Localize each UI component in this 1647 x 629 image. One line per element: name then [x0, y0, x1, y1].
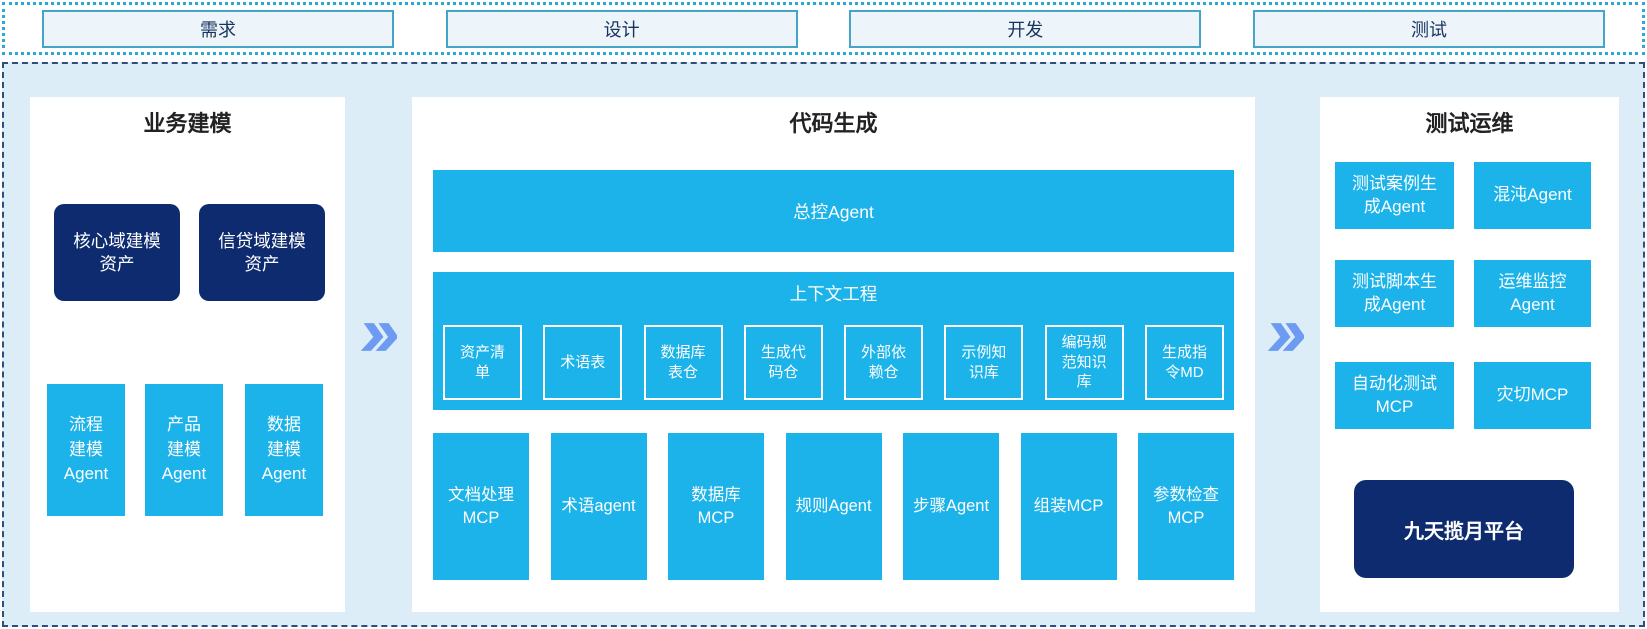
- double-chevron-right-icon: [1267, 323, 1304, 351]
- context-item-db-table-repo: 数据库 表仓: [643, 325, 723, 400]
- chaos-agent-box: 混沌Agent: [1474, 162, 1591, 229]
- process-modeling-agent-box: 流程 建模 Agent: [47, 384, 125, 516]
- context-item-generated-code-repo: 生成代 码仓: [743, 325, 823, 400]
- context-items-row: 资产清 单 术语表 数据库 表仓 生成代 码仓 外部依 赖仓 示例知 识库 编码…: [443, 325, 1224, 400]
- context-item-external-dependency-repo: 外部依 赖仓: [844, 325, 924, 400]
- jiutian-lanyue-platform-box: 九天揽月平台: [1354, 480, 1574, 578]
- codegen-tools-row: 文档处理 MCP 术语agent 数据库 MCP 规则Agent 步骤Agent…: [433, 433, 1234, 580]
- step-agent-box: 步骤Agent: [903, 433, 999, 580]
- phase-strip: 需求 设计 开发 测试: [2, 2, 1645, 55]
- master-agent-bar: 总控Agent: [433, 170, 1234, 252]
- glossary-agent-box: 术语agent: [550, 433, 647, 580]
- panel-title-business-modeling: 业务建模: [143, 111, 232, 136]
- context-engineering-container: 上下文工程 资产清 单 术语表 数据库 表仓 生成代 码仓 外部依 赖仓 示例知…: [433, 272, 1234, 410]
- context-item-coding-standard-knowledge-base: 编码规 范知识 库: [1044, 325, 1124, 400]
- data-modeling-agent-box: 数据 建模 Agent: [245, 384, 323, 516]
- document-processing-mcp-box: 文档处理 MCP: [433, 433, 529, 580]
- rule-agent-box: 规则Agent: [785, 433, 882, 580]
- phase-box-design: 设计: [445, 9, 798, 48]
- context-item-example-knowledge-base: 示例知 识库: [944, 325, 1024, 400]
- credit-domain-modeling-asset-box: 信贷域建模 资产: [199, 204, 325, 301]
- context-engineering-title: 上下文工程: [789, 284, 878, 304]
- core-domain-modeling-asset-box: 核心域建模 资产: [54, 204, 180, 301]
- panel-title-code-generation: 代码生成: [789, 111, 878, 136]
- product-modeling-agent-box: 产品 建模 Agent: [145, 384, 223, 516]
- panel-business-modeling: 业务建模 核心域建模 资产 信贷域建模 资产 流程 建模 Agent 产品 建模…: [30, 97, 345, 612]
- disaster-switch-mcp-box: 灾切MCP: [1474, 362, 1591, 429]
- panel-title-test-operations: 测试运维: [1425, 111, 1514, 136]
- database-mcp-box: 数据库 MCP: [668, 433, 764, 580]
- context-item-generation-instruction-md: 生成指 令MD: [1144, 325, 1224, 400]
- automated-testing-mcp-box: 自动化测试 MCP: [1335, 362, 1454, 429]
- panel-test-operations: 测试运维 测试案例生 成Agent 混沌Agent 测试脚本生 成Agent 运…: [1320, 97, 1619, 612]
- phase-box-testing: 测试: [1252, 9, 1605, 48]
- main-container: 业务建模 核心域建模 资产 信贷域建模 资产 流程 建模 Agent 产品 建模…: [2, 62, 1645, 627]
- context-item-asset-list: 资产清 单: [443, 325, 522, 400]
- parameter-check-mcp-box: 参数检查 MCP: [1138, 433, 1234, 580]
- context-item-glossary: 术语表: [543, 325, 623, 400]
- double-chevron-right-icon: [360, 323, 397, 351]
- panel-code-generation: 代码生成 总控Agent 上下文工程 资产清 单 术语表 数据库 表仓 生成代 …: [412, 97, 1255, 612]
- phase-box-requirements: 需求: [42, 9, 394, 48]
- ops-monitoring-agent-box: 运维监控 Agent: [1474, 260, 1591, 327]
- phase-box-development: 开发: [849, 9, 1202, 48]
- assembly-mcp-box: 组装MCP: [1020, 433, 1117, 580]
- test-case-generation-agent-box: 测试案例生 成Agent: [1335, 162, 1454, 229]
- test-script-generation-agent-box: 测试脚本生 成Agent: [1335, 260, 1454, 327]
